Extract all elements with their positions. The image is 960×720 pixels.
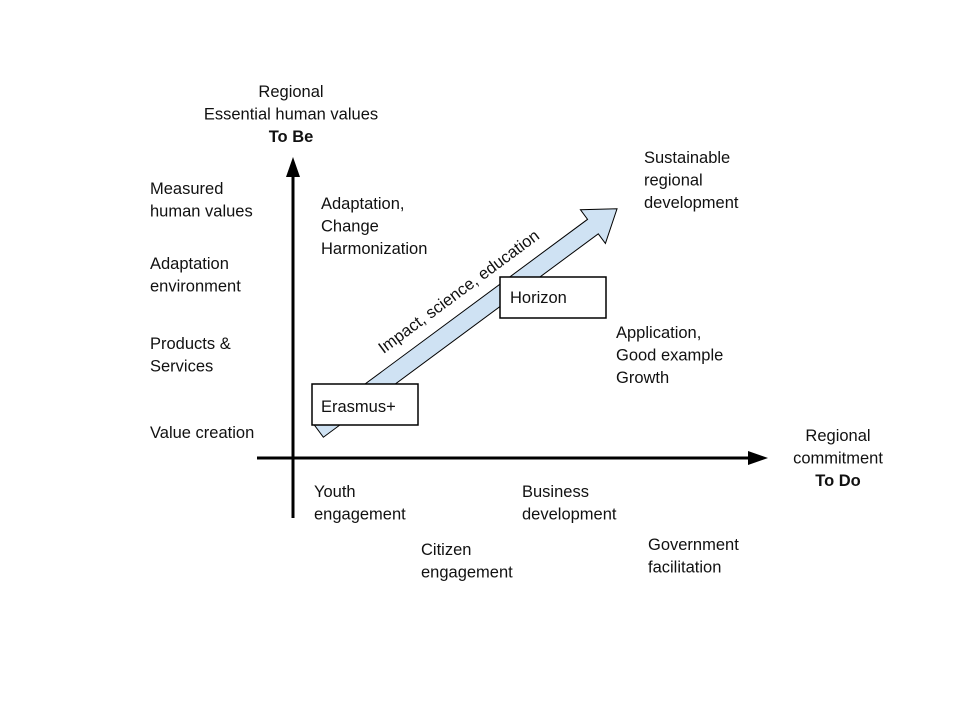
quadrant-label-top-left-line: Harmonization [321,240,427,258]
y-axis-label: Adaptation environment [150,255,241,296]
y-axis-label-line: human values [150,203,253,221]
x-axis-label-line: Citizen [421,541,471,559]
quadrant-label-top-left-line: Change [321,218,379,236]
y-axis-title-line: Essential human values [204,106,378,124]
y-axis-title-line: To Be [269,128,314,146]
y-axis-label-line: environment [150,278,241,296]
y-axis-label: Measured human values [150,180,253,221]
x-axis-label-line: facilitation [648,559,721,577]
y-axis-title-line: Regional [258,83,323,101]
goal-label-line: regional [644,172,703,190]
x-axis-label-line: Government [648,536,739,554]
x-axis-label-line: engagement [421,564,513,582]
x-axis-label-line: Youth [314,483,356,501]
x-axis-label-line: Business [522,483,589,501]
erasmus-box: Erasmus+ [311,383,419,426]
x-axis-label: Youth engagement [314,483,406,524]
erasmus-label: Erasmus+ [321,398,396,416]
x-axis-label-line: engagement [314,506,406,524]
y-axis-label-line: Products & [150,335,231,353]
quadrant-label-top-left-line: Adaptation, [321,195,404,213]
y-axis-label: Value creation [150,424,254,442]
goal-label-line: development [644,194,739,212]
goal-label: Sustainable regional development [644,149,739,212]
x-axis-label: Citizen engagement [421,541,513,582]
quadrant-label-bottom-right-line: Application, [616,324,701,342]
horizon-box: Horizon [499,276,607,319]
x-axis-arrowhead-icon [748,451,768,465]
x-axis-title: Regional commitment To Do [793,427,883,490]
x-axis-title-line: Regional [805,427,870,445]
x-axis-label-line: development [522,506,617,524]
y-axis-label-line: Value creation [150,424,254,442]
horizon-label: Horizon [510,289,567,307]
x-axis-label: Government facilitation [648,536,739,577]
y-axis-label-line: Adaptation [150,255,229,273]
x-axis-title-line: To Do [815,472,861,490]
y-axis-label-line: Services [150,358,213,376]
quadrant-label-bottom-right-line: Good example [616,347,723,365]
quadrant-label-bottom-right-line: Growth [616,369,669,387]
y-axis-label: Products & Services [150,335,231,376]
x-axis-label: Business development [522,483,617,524]
y-axis-label-line: Measured [150,180,223,198]
y-axis-arrowhead-icon [286,157,300,177]
x-axis-title-line: commitment [793,450,883,468]
goal-label-line: Sustainable [644,149,730,167]
